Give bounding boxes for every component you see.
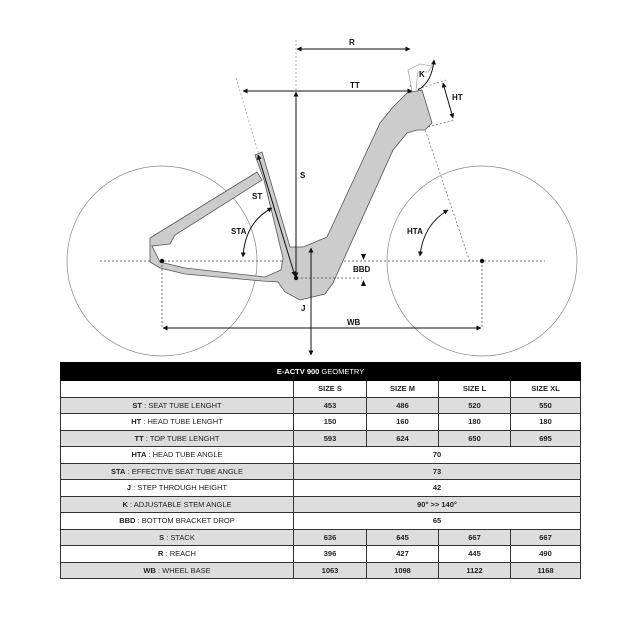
label-ht: HT xyxy=(452,93,463,102)
cell-value: 490 xyxy=(509,545,582,563)
cell-value: 70 xyxy=(292,446,582,464)
row-label: HTA : HEAD TUBE ANGLE xyxy=(60,446,294,464)
label-k: K xyxy=(419,70,425,79)
label-s: S xyxy=(300,171,306,180)
row-label: BBD : BOTTOM BRACKET DROP xyxy=(60,512,294,530)
row-label: WB : WHEEL BASE xyxy=(60,561,294,579)
cell-value: 695 xyxy=(509,429,582,447)
cell-value: 645 xyxy=(366,528,439,546)
row-label: S : STACK xyxy=(60,528,294,546)
row-label: STA : EFFECTIVE SEAT TUBE ANGLE xyxy=(60,462,294,480)
cell-value: 160 xyxy=(366,413,439,431)
row-label: HT : HEAD TUBE LENGHT xyxy=(60,413,294,431)
cell-value: 1098 xyxy=(366,561,439,579)
bike-geometry-diagram: R TT K HT S ST STA HTA BBD J WB xyxy=(66,38,578,357)
cell-value: 65 xyxy=(292,512,582,530)
cell-value: 486 xyxy=(366,396,439,414)
sta-arc xyxy=(240,207,273,258)
bbd-arrow-top xyxy=(361,254,366,260)
bbd-arrow-bottom xyxy=(361,280,366,286)
cell-value: 1168 xyxy=(509,561,582,579)
cell-value: 1063 xyxy=(293,561,367,579)
cell-value: 73 xyxy=(292,462,582,480)
front-axle xyxy=(479,258,485,264)
label-sta: STA xyxy=(231,227,247,236)
hta-arc xyxy=(417,209,449,257)
cell-value: 650 xyxy=(438,429,511,447)
cell-value: 427 xyxy=(366,545,439,563)
cell-value: 667 xyxy=(438,528,511,546)
cell-value: 624 xyxy=(366,429,439,447)
cell-value: 520 xyxy=(438,396,511,414)
seat-tube-arrow xyxy=(256,154,297,277)
size-header: SIZE S xyxy=(293,380,367,398)
cell-value: 42 xyxy=(292,479,582,497)
label-tt: TT xyxy=(350,81,360,90)
head-tube-axis xyxy=(409,84,471,263)
cell-value: 180 xyxy=(438,413,511,431)
cell-value: 396 xyxy=(293,545,367,563)
cell-value: 150 xyxy=(293,413,367,431)
cell-value: 1122 xyxy=(438,561,511,579)
stem-angle-arc xyxy=(417,59,437,91)
label-bbd: BBD xyxy=(353,265,371,274)
ht-dash-top xyxy=(417,79,447,90)
label-wb: WB xyxy=(347,318,361,327)
label-r: R xyxy=(349,38,355,47)
label-j: J xyxy=(301,304,305,313)
table-title: E-ACTV 900 GEOMETRY xyxy=(59,362,582,381)
cell-value: 180 xyxy=(509,413,582,431)
cell-value: 667 xyxy=(509,528,582,546)
row-label: R : REACH xyxy=(60,545,294,563)
size-header: SIZE M xyxy=(366,380,439,398)
cell-value: 445 xyxy=(438,545,511,563)
cell-value: 90° >> 140° xyxy=(292,495,582,513)
ht-dash-bottom xyxy=(427,119,456,128)
row-label: TT : TOP TUBE LENGHT xyxy=(60,429,294,447)
cell-value: 550 xyxy=(509,396,582,414)
bike-frame xyxy=(149,89,433,301)
cell-value: 453 xyxy=(293,396,367,414)
bottom-bracket xyxy=(293,275,299,281)
row-label: ST : SEAT TUBE LENGHT xyxy=(60,396,294,414)
row-label: J : STEP THROUGH HEIGHT xyxy=(60,479,294,497)
row-label: K : ADJUSTABLE STEM ANGLE xyxy=(60,495,294,513)
size-header: SIZE L xyxy=(438,380,511,398)
label-st: ST xyxy=(252,192,262,201)
head-tube-arrow xyxy=(441,82,455,119)
geometry-table: E-ACTV 900 GEOMETRY SIZE S SIZE M SIZE L… xyxy=(59,362,582,579)
rear-axle xyxy=(159,258,165,264)
cell-value: 593 xyxy=(293,429,367,447)
handlebar-stem xyxy=(407,63,433,92)
label-hta: HTA xyxy=(407,227,423,236)
size-header: SIZE XL xyxy=(509,380,582,398)
cell-value: 636 xyxy=(293,528,367,546)
front-wheel xyxy=(386,165,578,357)
